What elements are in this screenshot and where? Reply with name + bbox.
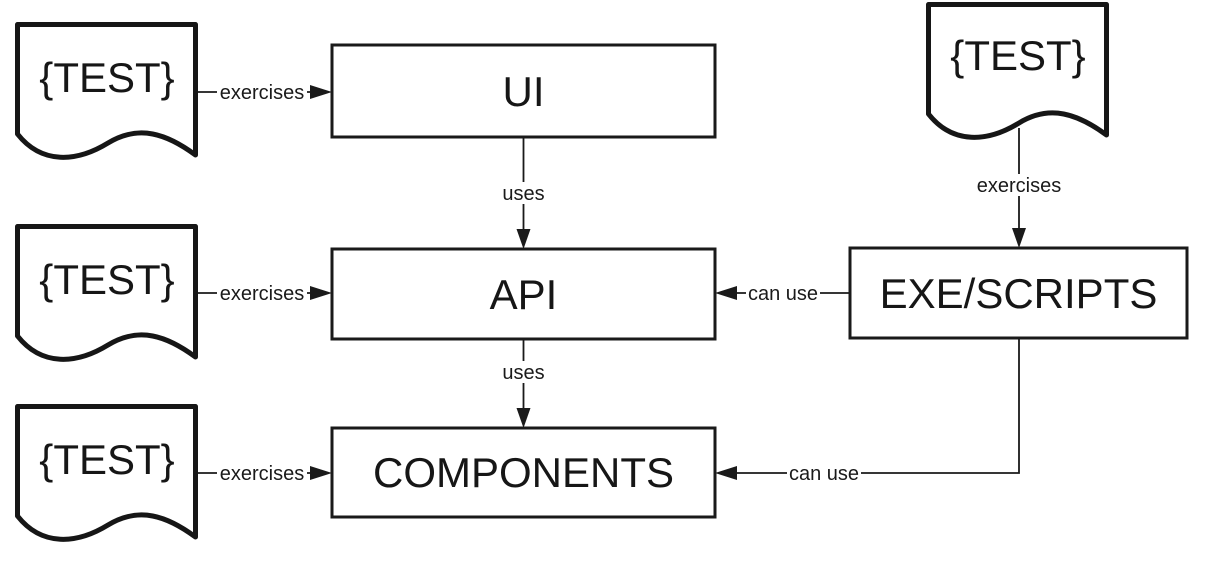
node-api: API xyxy=(330,247,717,341)
edge-label-uses: uses xyxy=(502,362,544,384)
test-doc-top-right: {TEST} xyxy=(926,2,1109,140)
arrowhead-down-icon xyxy=(1012,228,1026,248)
edge-label-bg xyxy=(787,462,861,484)
node-box xyxy=(848,246,1189,340)
node-box xyxy=(330,247,717,341)
document-shape xyxy=(15,224,198,362)
test-doc-bottom-left: {TEST} xyxy=(15,404,198,542)
edge-label-exercises: exercises xyxy=(220,283,304,305)
node-label-ui: UI xyxy=(503,68,545,115)
document-shape xyxy=(15,404,198,542)
edge-api-to-components: uses xyxy=(499,339,548,428)
edge-label-can-use: can use xyxy=(748,283,818,305)
edge-exe-to-components: can use xyxy=(715,338,1020,485)
arrowhead-right-icon xyxy=(310,85,332,99)
node-box xyxy=(330,426,717,519)
edge-line xyxy=(737,338,1020,474)
test-doc-label: {TEST} xyxy=(39,436,174,483)
edge-test2-to-api: exercises xyxy=(198,282,332,305)
test-doc-top-left: {TEST} xyxy=(15,22,198,160)
test-doc-mid-left: {TEST} xyxy=(15,224,198,362)
arrowhead-down-icon xyxy=(516,229,531,249)
edge-label-exercises: exercises xyxy=(220,82,304,104)
edge-label-exercises: exercises xyxy=(977,175,1061,197)
node-label-api: API xyxy=(490,271,558,318)
document-shape xyxy=(15,22,198,160)
document-shape xyxy=(926,2,1109,140)
arrowhead-down-icon xyxy=(516,408,531,428)
test-doc-label: {TEST} xyxy=(39,54,174,101)
edge-test1-to-ui: exercises xyxy=(198,81,332,104)
edge-label-bg xyxy=(746,282,820,304)
edge-label-bg xyxy=(217,462,307,484)
edge-test3-to-components: exercises xyxy=(198,462,332,485)
test-doc-label: {TEST} xyxy=(39,256,174,303)
edge-exe-to-api: can use xyxy=(715,282,850,305)
edge-label-bg xyxy=(217,282,307,304)
arrowhead-left-icon xyxy=(715,466,737,480)
node-label-exe-scripts: EXE/SCRIPTS xyxy=(880,270,1158,317)
node-box xyxy=(330,43,717,139)
edge-label-exercises: exercises xyxy=(220,463,304,485)
test-doc-label: {TEST} xyxy=(950,32,1085,79)
arrowhead-left-icon xyxy=(715,286,737,300)
edge-test4-to-exe-scripts: exercises xyxy=(974,128,1064,248)
edge-label-bg xyxy=(499,361,548,383)
node-ui: UI xyxy=(330,43,717,139)
arrowhead-right-icon xyxy=(310,286,332,300)
edge-label-uses: uses xyxy=(502,183,544,205)
arrowhead-right-icon xyxy=(310,466,332,480)
node-label-components: COMPONENTS xyxy=(373,449,674,496)
edge-label-bg xyxy=(499,182,548,204)
edge-ui-to-api: uses xyxy=(499,137,548,249)
edge-label-bg xyxy=(217,81,307,103)
node-exe-scripts: EXE/SCRIPTS xyxy=(848,246,1189,340)
edge-label-bg xyxy=(974,174,1064,196)
node-components: COMPONENTS xyxy=(330,426,717,519)
edge-label-can-use: can use xyxy=(789,463,859,485)
